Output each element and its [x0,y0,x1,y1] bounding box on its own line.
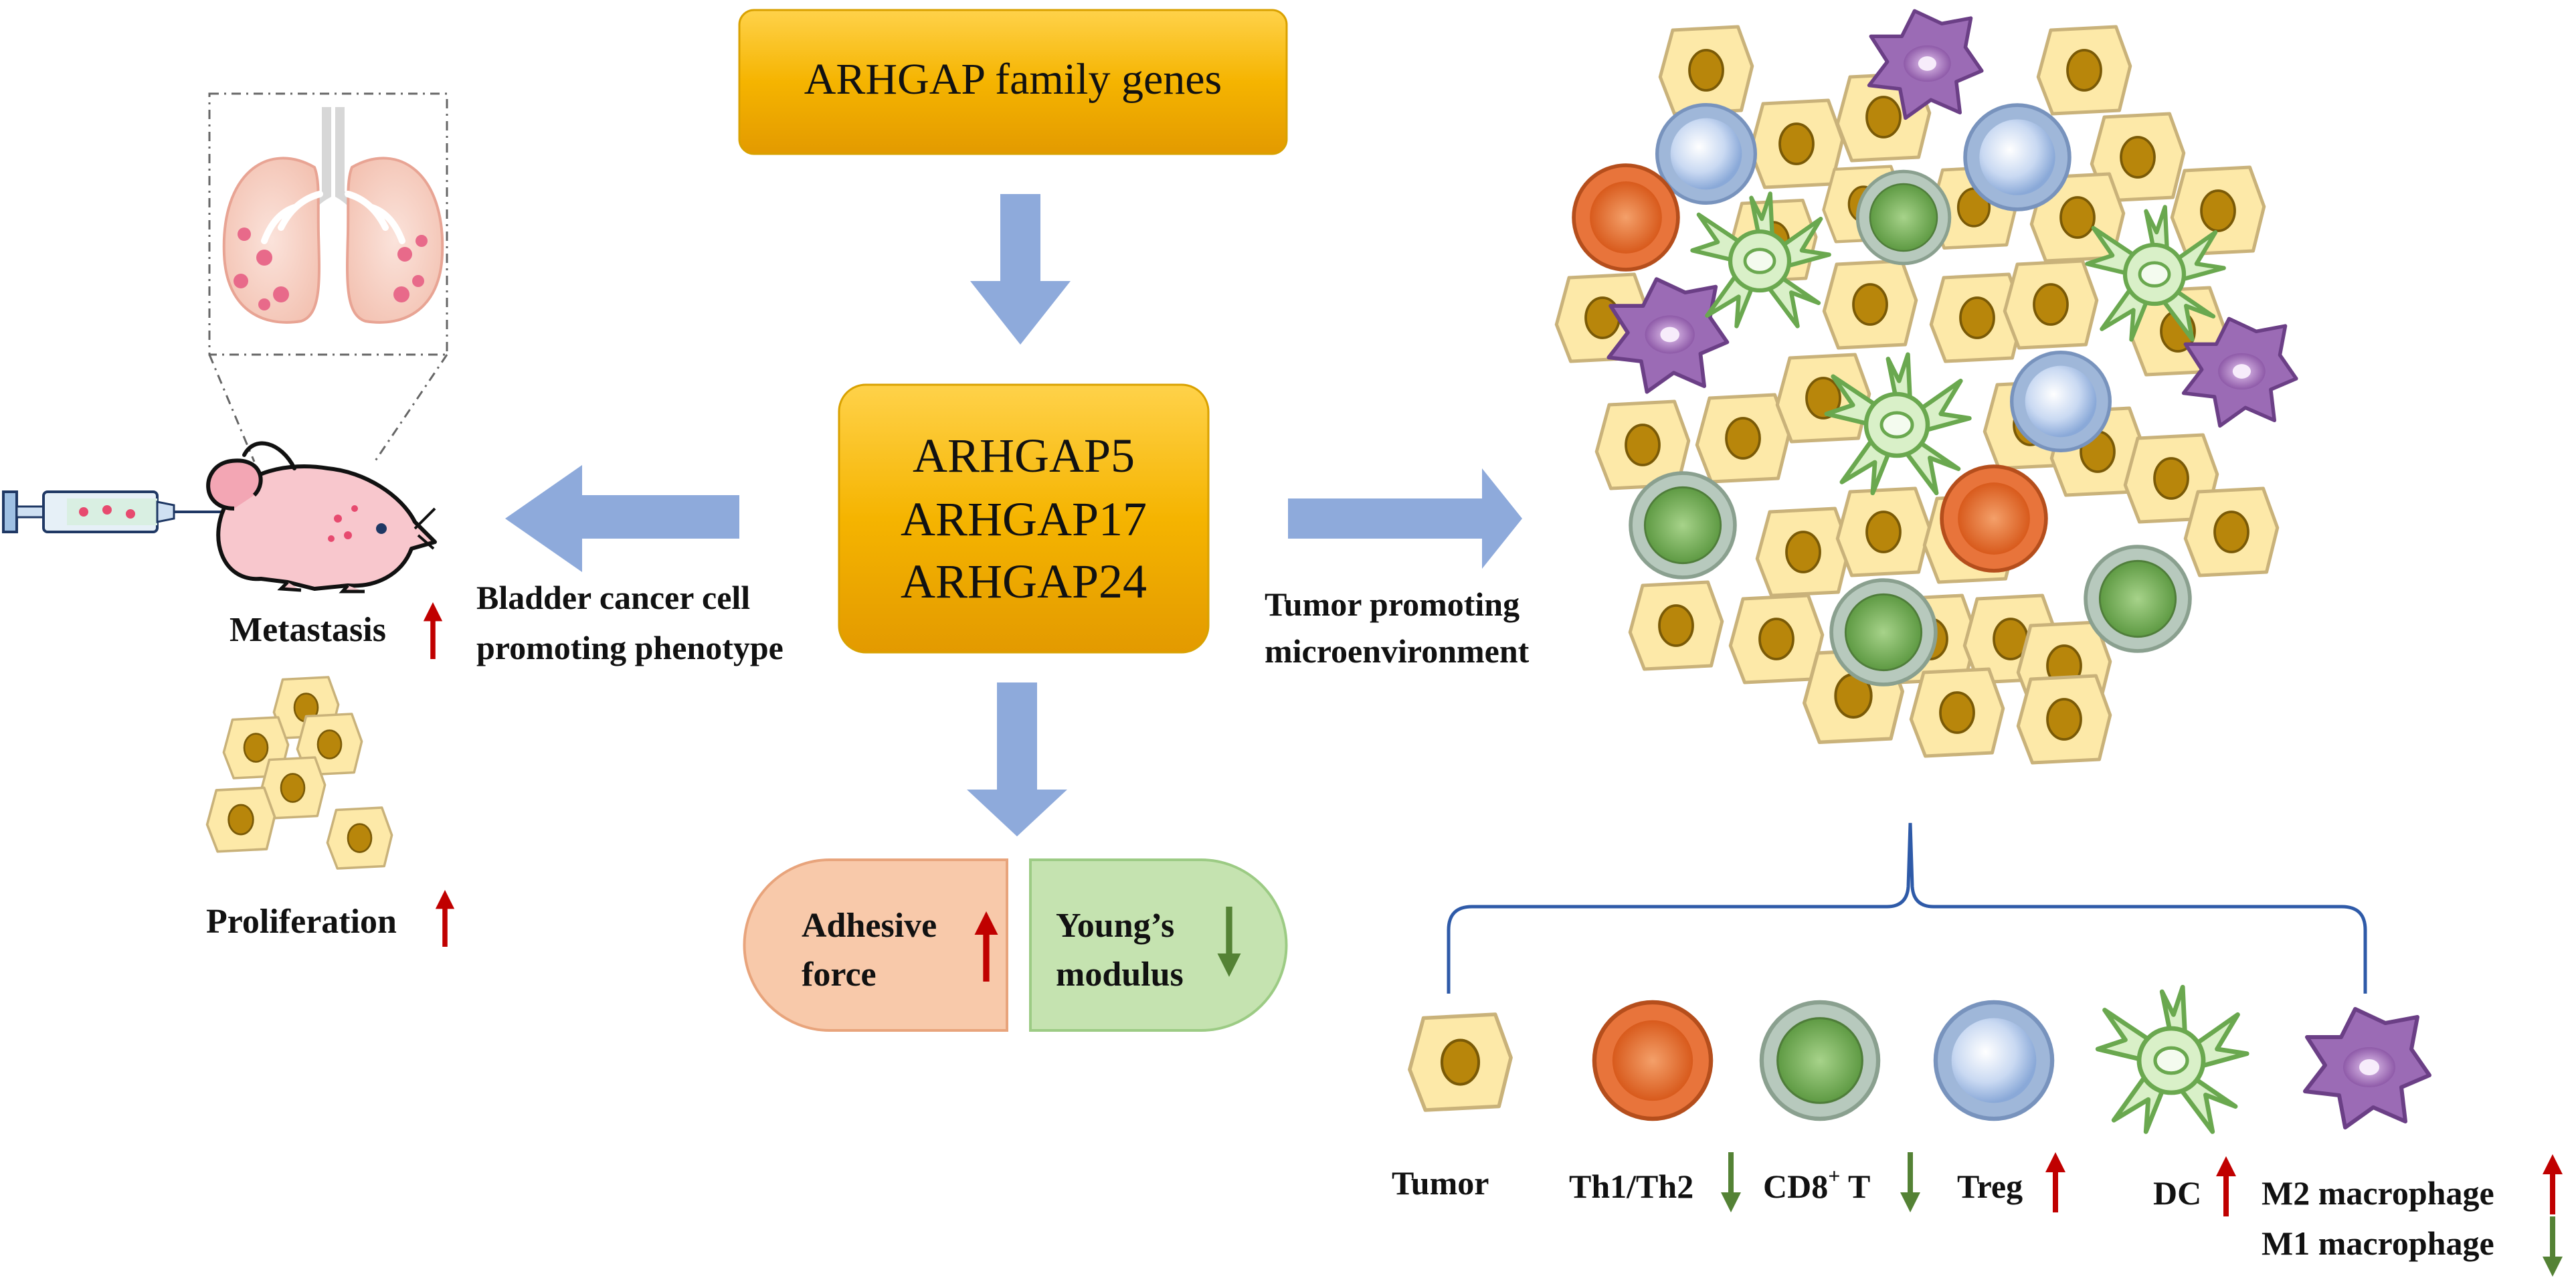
adhesive-line1: Adhesive [802,907,937,945]
dc-up-arrow [2216,1156,2236,1216]
gene-arhgap17: ARHGAP17 [901,492,1147,546]
metastasis-up-arrow [423,602,443,659]
cd8-main-text: CD8 [1763,1168,1828,1205]
left-caption-line2: promoting phenotype [476,629,784,666]
legend-dc-label: DC [2153,1174,2201,1212]
lung-inset [208,92,448,356]
youngs-line2: modulus [1056,955,1184,994]
top-gene-box: ARHGAP family genes [738,9,1288,155]
arrow-center-to-mechanics [967,682,1067,836]
proliferation-label: Proliferation [206,903,397,941]
right-caption-line2: microenvironment [1265,632,1530,670]
gene-arhgap24: ARHGAP24 [901,555,1147,608]
proliferation-cells [205,676,393,870]
cd8-down-arrow [1900,1152,1920,1212]
syringe-icon [2,490,227,533]
legend-th: Th1/Th2 [1569,1002,1741,1212]
top-box-label: ARHGAP family genes [804,55,1222,104]
center-gene-box: ARHGAP5 ARHGAP17 ARHGAP24 [838,383,1210,654]
right-caption-line1: Tumor promoting [1265,585,1520,623]
m1-down-arrow [2543,1216,2563,1277]
m2-up-arrow [2543,1154,2563,1214]
arrow-center-to-left [505,465,739,572]
arrow-center-to-right [1288,468,1522,569]
legend-m1-label: M1 macrophage [2262,1224,2494,1262]
gene-arhgap5: ARHGAP5 [913,429,1135,482]
legend-macrophage: M2 macrophage M1 macrophage [2262,1009,2563,1277]
legend-dc: DC [2098,987,2247,1216]
cd8-tail-text: T [1840,1168,1870,1205]
legend-th-label: Th1/Th2 [1569,1168,1693,1205]
lungs-icon [222,107,444,324]
adhesive-line2: force [802,955,877,994]
mouse-icon [206,441,437,593]
tumor-microenvironment [1556,11,2296,763]
youngs-line1: Young’s [1056,907,1174,945]
legend-tumor-label: Tumor [1392,1164,1489,1202]
legend-m2-label: M2 macrophage [2262,1174,2494,1212]
mechanics-pill: Adhesive force Young’s modulus [743,858,1288,1032]
legend-cd8: CD8+ T [1762,1002,1920,1212]
legend-tumor: Tumor [1392,1014,1511,1202]
th-down-arrow [1721,1152,1741,1212]
cd8-superscript: + [1828,1164,1840,1188]
legend-brace [1447,822,2367,994]
legend-cd8-label: CD8+ T [1763,1164,1870,1205]
legend-treg: Treg [1936,1002,2065,1212]
proliferation-up-arrow [435,890,455,947]
arrow-top-to-center [970,194,1071,345]
treg-up-arrow [2045,1152,2065,1212]
legend-treg-label: Treg [1957,1168,2023,1205]
metastasis-label: Metastasis [229,611,386,649]
left-caption-line1: Bladder cancer cell [476,579,750,616]
